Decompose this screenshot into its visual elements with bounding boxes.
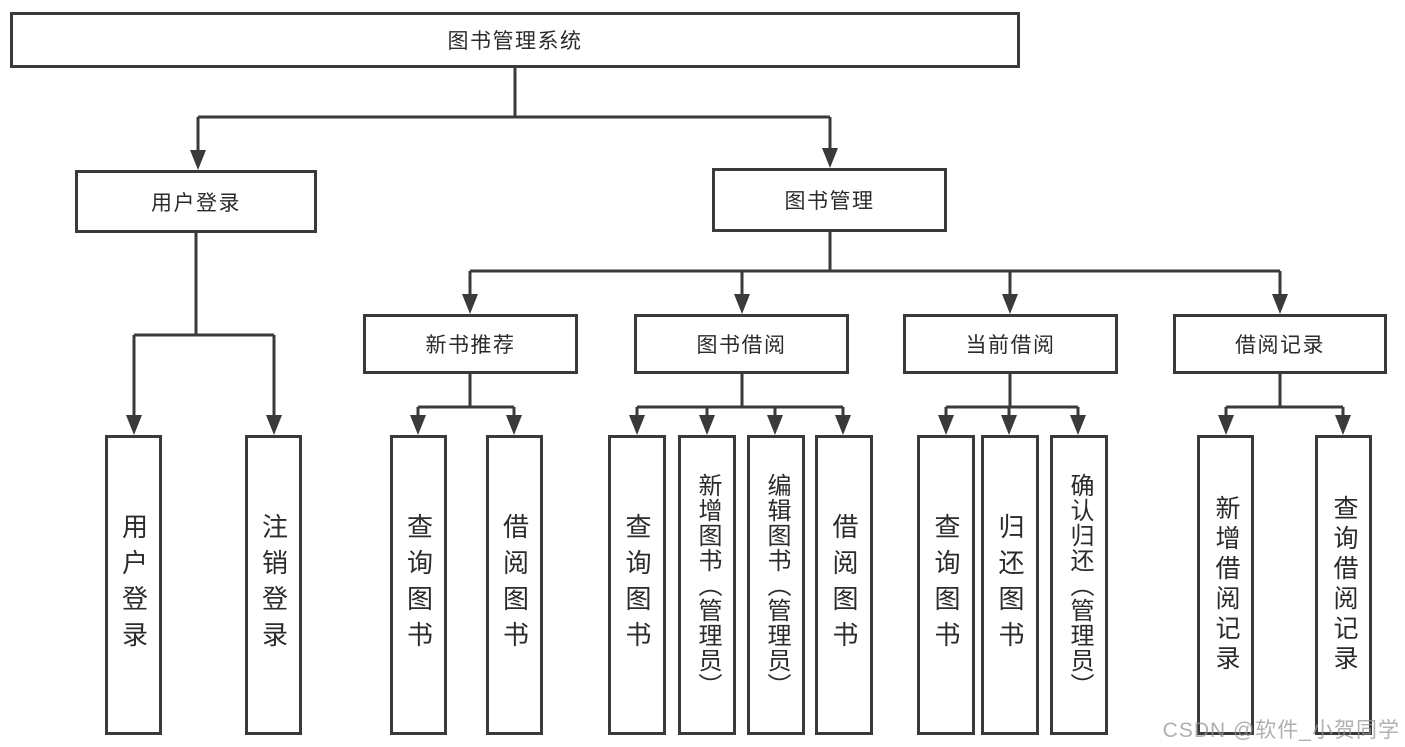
node-book-borrow: 图书借阅 xyxy=(634,314,849,374)
leaf-edit-book-admin: 编辑图书（管理员） xyxy=(747,435,805,735)
leaf-query-books-current: 查询图书 xyxy=(917,435,975,735)
node-user-login: 用户登录 xyxy=(75,170,317,233)
leaf-edit-book-admin-label: 编辑图书（管理员） xyxy=(763,472,790,698)
node-borrow-records: 借阅记录 xyxy=(1173,314,1387,374)
leaf-confirm-return-admin-label: 确认归还（管理员） xyxy=(1066,472,1093,698)
leaf-borrow-books-2-label: 借阅图书 xyxy=(829,513,859,657)
leaf-borrow-books-2: 借阅图书 xyxy=(815,435,873,735)
node-new-book-recommend: 新书推荐 xyxy=(363,314,578,374)
node-book-borrow-label: 图书借阅 xyxy=(696,334,787,357)
leaf-query-borrow-record-label: 查询借阅记录 xyxy=(1330,495,1358,675)
node-current-borrow: 当前借阅 xyxy=(903,314,1118,374)
leaf-user-login: 用户登录 xyxy=(105,435,162,735)
leaf-query-books-borrow-label: 查询图书 xyxy=(622,513,652,657)
leaf-return-book: 归还图书 xyxy=(981,435,1039,735)
leaf-return-book-label: 归还图书 xyxy=(995,513,1025,657)
node-borrow-records-label: 借阅记录 xyxy=(1235,334,1325,357)
leaf-query-books-recommend: 查询图书 xyxy=(390,435,447,735)
watermark: CSDN @软件_小贺同学 xyxy=(1162,719,1400,742)
leaf-add-book-admin: 新增图书（管理员） xyxy=(678,435,736,735)
node-root: 图书管理系统 xyxy=(10,12,1020,68)
leaf-query-books-recommend-label: 查询图书 xyxy=(403,513,434,657)
node-current-borrow-label: 当前借阅 xyxy=(965,334,1056,357)
leaf-logout-label: 注销登录 xyxy=(258,513,289,657)
node-root-label: 图书管理系统 xyxy=(447,30,583,53)
node-new-book-recommend-label: 新书推荐 xyxy=(425,334,516,357)
node-user-login-label: 用户登录 xyxy=(151,191,241,215)
leaf-query-borrow-record: 查询借阅记录 xyxy=(1315,435,1372,735)
leaf-logout: 注销登录 xyxy=(245,435,302,735)
leaf-borrow-books-recommend-label: 借阅图书 xyxy=(499,513,530,657)
node-book-management: 图书管理 xyxy=(712,168,947,232)
leaf-add-book-admin-label: 新增图书（管理员） xyxy=(694,472,721,698)
node-book-management-label: 图书管理 xyxy=(784,190,875,213)
leaf-confirm-return-admin: 确认归还（管理员） xyxy=(1050,435,1108,735)
leaf-borrow-books-recommend: 借阅图书 xyxy=(486,435,543,735)
leaf-query-books-borrow: 查询图书 xyxy=(608,435,666,735)
leaf-query-books-current-label: 查询图书 xyxy=(931,513,961,657)
leaf-user-login-label: 用户登录 xyxy=(118,513,149,657)
leaf-add-borrow-record: 新增借阅记录 xyxy=(1197,435,1254,735)
arrowheads xyxy=(126,148,1351,435)
leaf-add-borrow-record-label: 新增借阅记录 xyxy=(1212,495,1240,675)
